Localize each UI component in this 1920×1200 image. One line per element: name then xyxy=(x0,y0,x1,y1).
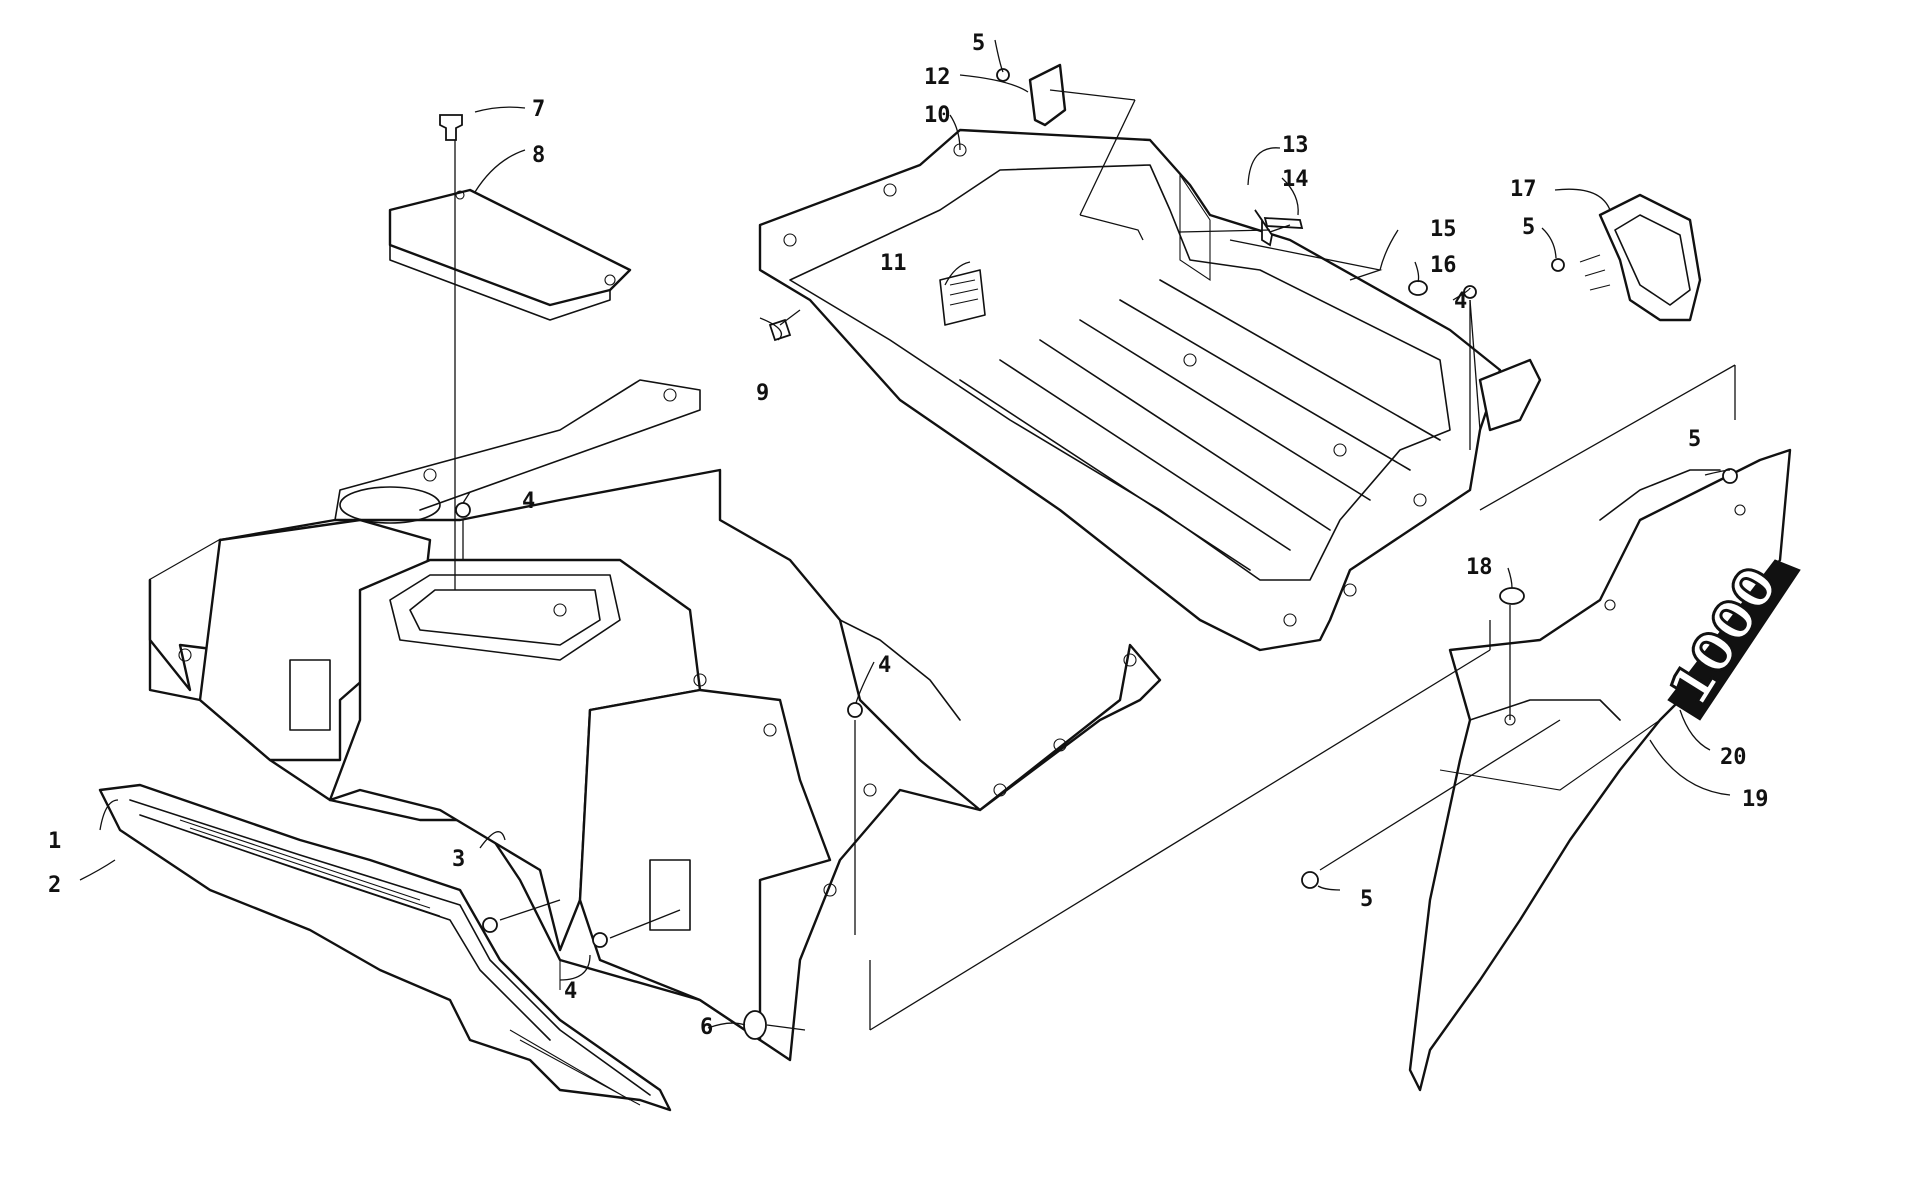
bracket xyxy=(1028,63,1067,127)
callout-5: 5 xyxy=(972,31,985,56)
right-side-panel: 1000 xyxy=(1408,448,1801,1092)
callout-7: 7 xyxy=(532,97,545,122)
storage-lid xyxy=(388,188,632,321)
callout-4: 4 xyxy=(564,979,577,1004)
push-rivet xyxy=(439,114,463,141)
callout-13: 13 xyxy=(1282,133,1309,158)
callout-4: 4 xyxy=(1454,289,1467,314)
callout-11: 11 xyxy=(880,251,907,276)
callout-8: 8 xyxy=(532,143,545,168)
callout-4: 4 xyxy=(878,653,891,678)
callout-10: 10 xyxy=(924,103,951,128)
callout-4: 4 xyxy=(522,489,535,514)
callout-14: 14 xyxy=(1282,167,1309,192)
fastener xyxy=(455,502,471,518)
hardware xyxy=(439,68,1738,1040)
fastener xyxy=(592,932,608,948)
fastener xyxy=(847,702,863,718)
callout-1: 1 xyxy=(48,829,61,854)
nut xyxy=(1722,468,1738,484)
callout-20: 20 xyxy=(1720,745,1747,770)
nut xyxy=(996,68,1010,82)
callout-18: 18 xyxy=(1466,555,1493,580)
callout-16: 16 xyxy=(1430,253,1457,278)
callout-6: 6 xyxy=(700,1015,713,1040)
clamp xyxy=(1254,209,1273,247)
cargo-box xyxy=(758,63,1542,652)
fastener xyxy=(1463,285,1477,299)
callout-labels: 1 2 3 4 4 4 4 5 5 5 5 6 7 8 9 10 11 12 1… xyxy=(48,31,1769,1040)
grommet xyxy=(743,1010,767,1040)
callout-12: 12 xyxy=(924,65,951,90)
screw xyxy=(1263,217,1304,229)
rear-body-panel xyxy=(148,379,1162,1062)
callout-5: 5 xyxy=(1522,215,1535,240)
taillight-assembly xyxy=(1579,193,1702,322)
callout-9: 9 xyxy=(756,381,769,406)
washer xyxy=(1408,280,1428,296)
fastener xyxy=(482,917,498,933)
callout-15: 15 xyxy=(1430,217,1457,242)
callout-2: 2 xyxy=(48,873,61,898)
plug xyxy=(1499,587,1525,605)
callout-3: 3 xyxy=(452,847,465,872)
lower-grille-panel xyxy=(98,783,672,1112)
nut xyxy=(1301,871,1319,889)
callout-5: 5 xyxy=(1688,427,1701,452)
leader-lines xyxy=(79,39,1736,1031)
callout-19: 19 xyxy=(1742,787,1769,812)
warning-decal xyxy=(939,269,986,326)
callout-17: 17 xyxy=(1510,177,1537,202)
nut xyxy=(1551,258,1565,272)
callout-5: 5 xyxy=(1360,887,1373,912)
